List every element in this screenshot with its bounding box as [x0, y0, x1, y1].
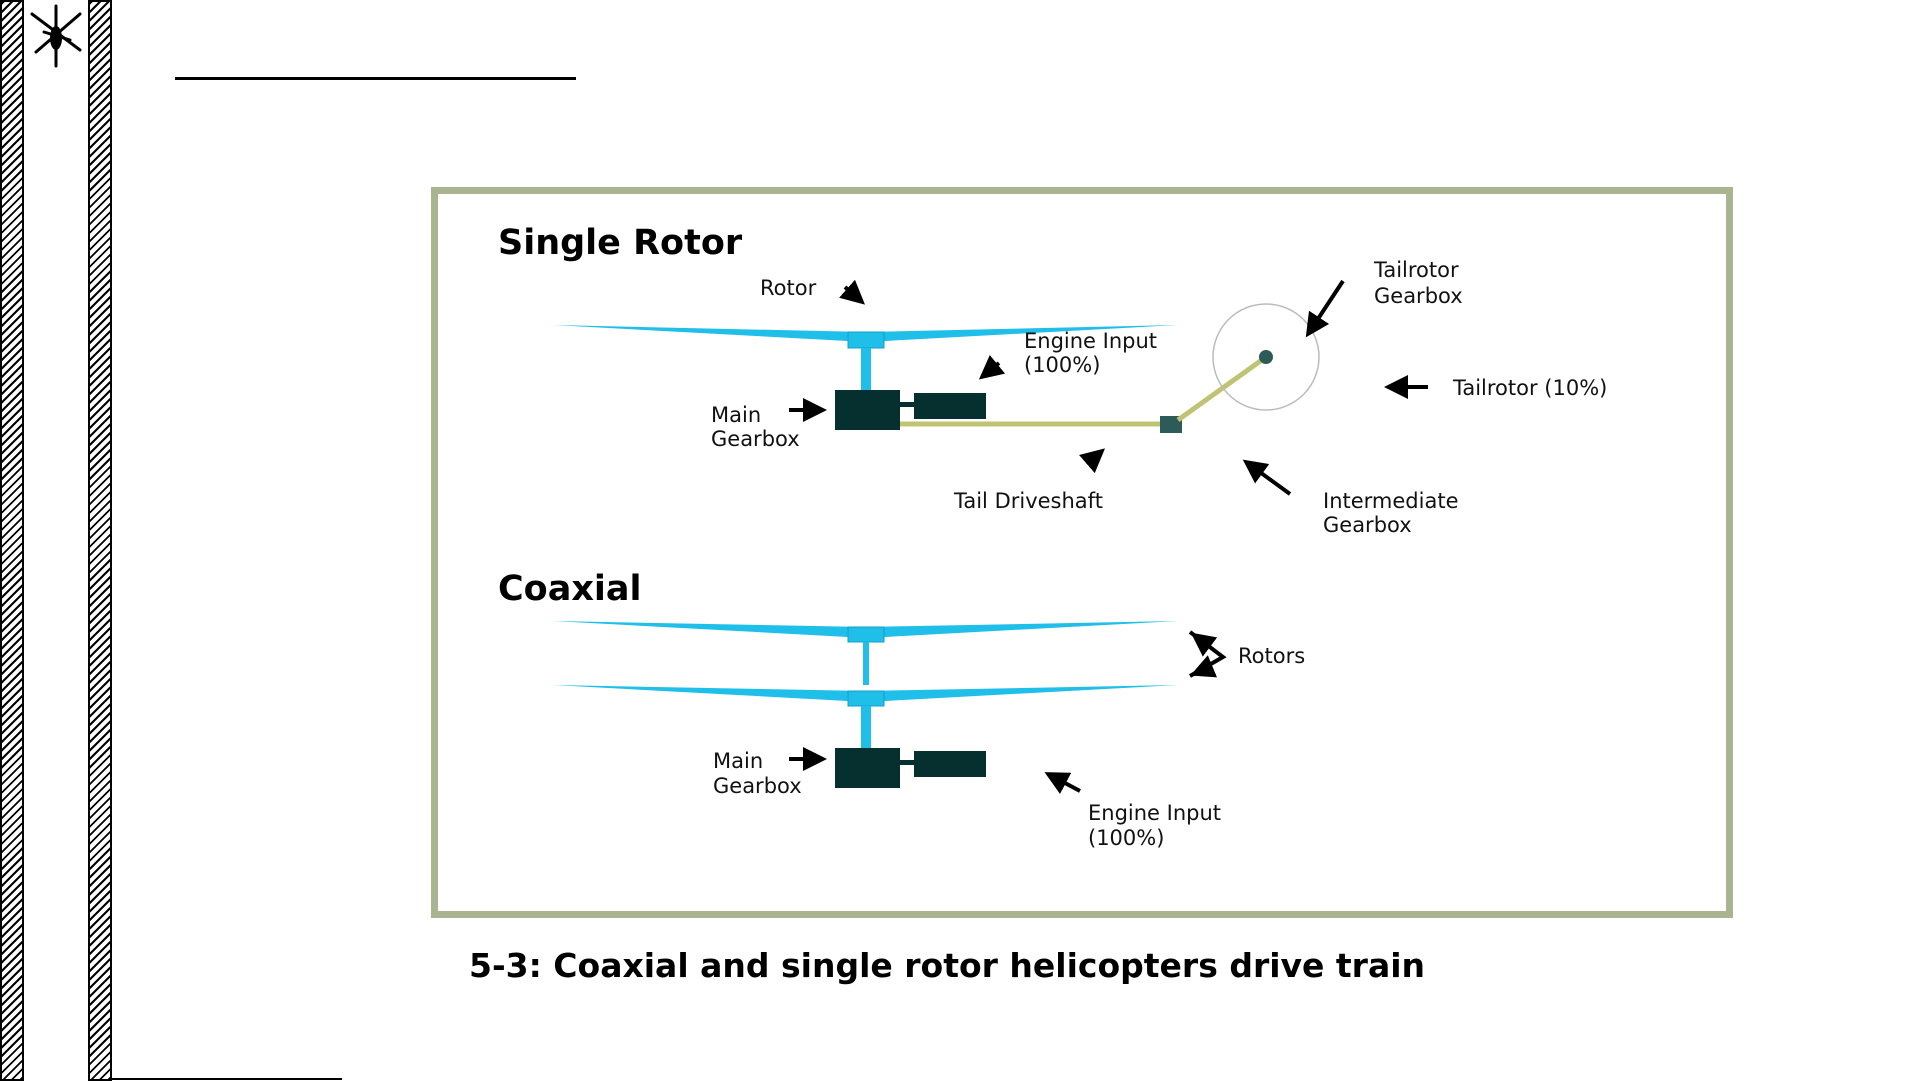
single-rotor-mast: [861, 348, 871, 390]
left-striped-bar: [0, 0, 24, 1081]
tail-driveshaft-angled: [1178, 357, 1266, 420]
coaxial-heading: Coaxial: [498, 569, 642, 609]
single-main-gearbox-label-line2: Gearbox: [711, 427, 800, 451]
rotors-upper-arrowhead: [1194, 635, 1206, 644]
coaxial-engine-input-label-line2: (100%): [1088, 826, 1164, 850]
coaxial-outer-mast: [861, 706, 871, 748]
figure-caption: 5-3: Coaxial and single rotor helicopter…: [469, 946, 1469, 985]
tail-driveshaft-label: Tail Driveshaft: [953, 489, 1103, 513]
tailrotor-label: Tailrotor (10%): [1452, 376, 1607, 400]
single-engine-input-label-line1: Engine Input: [1024, 329, 1157, 353]
coaxial-engine-input-arrow: [1048, 774, 1080, 791]
coaxial-engine-shaft: [900, 760, 914, 765]
drive-train-diagram: Single Rotor Rotor Engine Input (100%) M…: [438, 194, 1726, 911]
coaxial-main-gearbox: [835, 748, 900, 788]
tailrotor-gearbox-label-line2: Gearbox: [1374, 284, 1463, 308]
tail-driveshaft-arrow: [1087, 451, 1102, 464]
single-rotor-hub: [848, 332, 884, 348]
right-striped-bar: [88, 0, 112, 1081]
diagram-frame: Single Rotor Rotor Engine Input (100%) M…: [431, 187, 1733, 918]
single-rotor-heading: Single Rotor: [498, 223, 743, 263]
single-engine: [914, 393, 986, 419]
single-main-gearbox-label-line1: Main: [711, 403, 761, 427]
single-engine-input-arrow: [982, 363, 999, 377]
intermediate-gearbox-label-line1: Intermediate: [1323, 489, 1459, 513]
coaxial-engine: [914, 751, 986, 777]
coaxial-inner-mast: [863, 642, 869, 685]
coaxial-upper-hub: [848, 627, 884, 642]
rotors-lower-arrowhead: [1194, 669, 1206, 674]
coaxial-engine-input-label-line1: Engine Input: [1088, 801, 1221, 825]
tailrotor-gearbox-label-line1: Tailrotor: [1373, 258, 1459, 282]
rotors-label: Rotors: [1238, 644, 1305, 668]
coaxial-main-gearbox-label-line2: Gearbox: [713, 774, 802, 798]
title-underline: [175, 77, 576, 80]
helicopter-logo-icon: [24, 0, 88, 72]
rotor-label: Rotor: [760, 276, 817, 300]
intermediate-gearbox-arrow: [1246, 462, 1290, 494]
tailrotor-gearbox: [1259, 350, 1273, 364]
coaxial-main-gearbox-label-line1: Main: [713, 749, 763, 773]
single-engine-shaft: [900, 402, 914, 407]
bottom-rule: [112, 1078, 342, 1080]
tailrotor-gearbox-arrow: [1308, 281, 1343, 334]
single-engine-input-label-line2: (100%): [1024, 353, 1100, 377]
rotor-arrow: [845, 287, 862, 302]
coaxial-lower-hub: [848, 691, 884, 706]
single-main-gearbox: [835, 390, 900, 430]
rotors-bracket-arrow: [1190, 632, 1223, 676]
intermediate-gearbox-label-line2: Gearbox: [1323, 513, 1412, 537]
